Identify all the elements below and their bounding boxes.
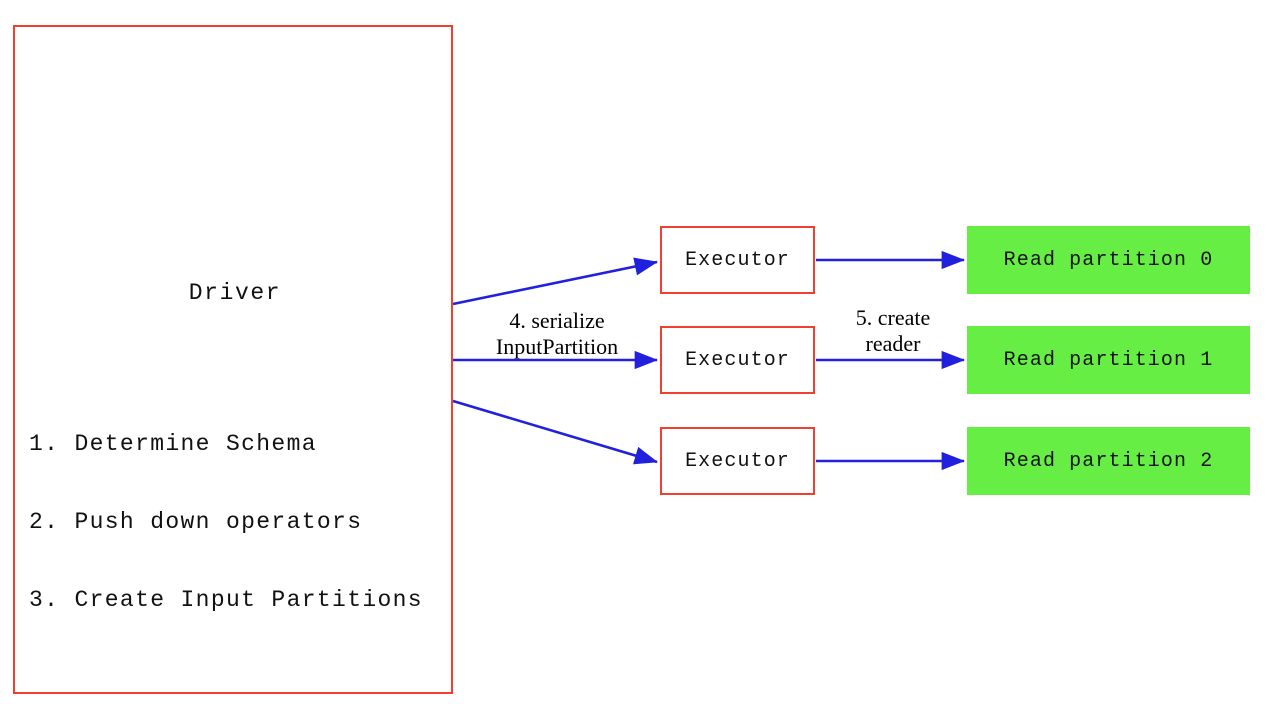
driver-box: Driver 1. Determine Schema 2. Push down … — [13, 25, 453, 694]
edge-label-create-reader-line1: 5. create — [855, 305, 931, 330]
executor-box-1: Executor — [660, 326, 815, 394]
executor-label-2: Executor — [685, 449, 790, 473]
arrow-driver-to-executor-2 — [452, 399, 658, 465]
partition-label-2: Read partition 2 — [1003, 449, 1214, 473]
driver-step-2: 2. Push down operators — [29, 509, 363, 535]
partition-box-0: Read partition 0 — [967, 226, 1250, 294]
edge-label-serialize-line1: 4. serialize — [509, 308, 605, 333]
executor-box-0: Executor — [660, 226, 815, 294]
executor-label-0: Executor — [685, 248, 790, 272]
edge-label-serialize: 4. serialize InputPartition — [457, 308, 657, 360]
driver-step-3: 3. Create Input Partitions — [29, 587, 423, 613]
executor-label-1: Executor — [685, 348, 790, 372]
arrow-driver-to-executor-0 — [452, 257, 659, 306]
partition-box-2: Read partition 2 — [967, 427, 1250, 495]
driver-title: Driver — [188, 280, 282, 306]
partition-label-1: Read partition 1 — [1003, 348, 1214, 372]
driver-step-list: 1. Determine Schema 2. Push down operato… — [29, 379, 449, 665]
edge-label-create-reader-line2: reader — [865, 331, 921, 356]
executor-box-2: Executor — [660, 427, 815, 495]
partition-label-0: Read partition 0 — [1003, 248, 1214, 272]
edge-label-create-reader: 5. create reader — [818, 305, 968, 357]
edge-label-serialize-line2: InputPartition — [495, 334, 619, 359]
driver-step-1: 1. Determine Schema — [29, 431, 317, 457]
partition-box-1: Read partition 1 — [967, 326, 1250, 394]
